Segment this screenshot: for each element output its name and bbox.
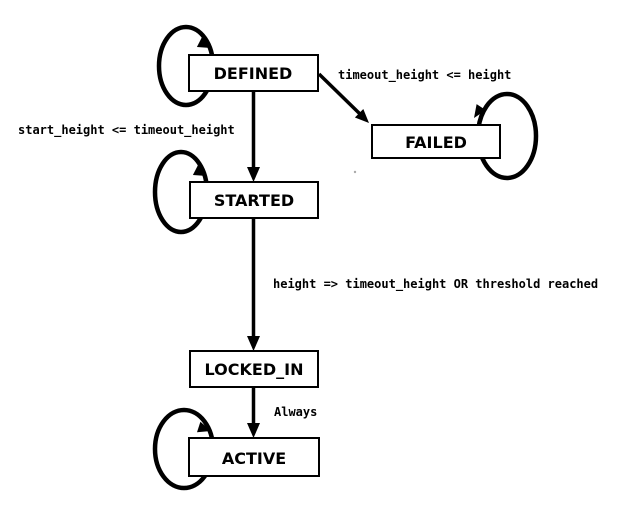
state-box-active — [188, 437, 320, 477]
state-label-active: ACTIVE — [222, 449, 286, 468]
arrowhead-defined-failed — [354, 109, 369, 123]
arrowhead-started-locked-in — [247, 336, 260, 351]
self-loop-arrowhead-active — [197, 421, 211, 433]
self-loop-arrowhead-failed — [474, 104, 486, 118]
edge-label-defined-failed: timeout_height <= height — [338, 68, 511, 83]
state-failed: FAILED — [371, 124, 501, 159]
state-defined: DEFINED — [188, 54, 319, 92]
stray-dot — [353, 170, 357, 174]
edge-label-defined-started: start_height <= timeout_height — [18, 123, 235, 138]
state-started: STARTED — [189, 181, 319, 219]
state-box-failed — [371, 124, 501, 159]
state-box-started — [189, 181, 319, 219]
state-locked-in: LOCKED_IN — [189, 350, 319, 388]
state-label-locked-in: LOCKED_IN — [205, 360, 304, 379]
transition-locked-in-active: Always — [247, 388, 317, 438]
state-label-started: STARTED — [214, 191, 294, 210]
state-label-failed: FAILED — [405, 133, 467, 152]
arrowhead-defined-started — [247, 167, 260, 182]
self-loop-arrowhead-defined — [196, 37, 211, 48]
arrowhead-locked-in-active — [247, 423, 260, 438]
transition-defined-failed: timeout_height <= height — [317, 68, 511, 123]
transition-started-locked-in: height => timeout_height OR threshold re… — [247, 219, 598, 351]
state-active: ACTIVE — [188, 437, 320, 477]
arrow-defined-failed — [317, 72, 362, 116]
self-loop-arrowhead-started — [192, 165, 207, 176]
state-box-locked-in — [189, 350, 319, 388]
state-box-defined — [188, 54, 319, 92]
edge-label-started-locked-in: height => timeout_height OR threshold re… — [273, 277, 598, 292]
state-label-defined: DEFINED — [214, 64, 293, 83]
edge-label-locked-in-active: Always — [274, 405, 317, 419]
transition-defined-started: start_height <= timeout_height — [18, 91, 260, 182]
